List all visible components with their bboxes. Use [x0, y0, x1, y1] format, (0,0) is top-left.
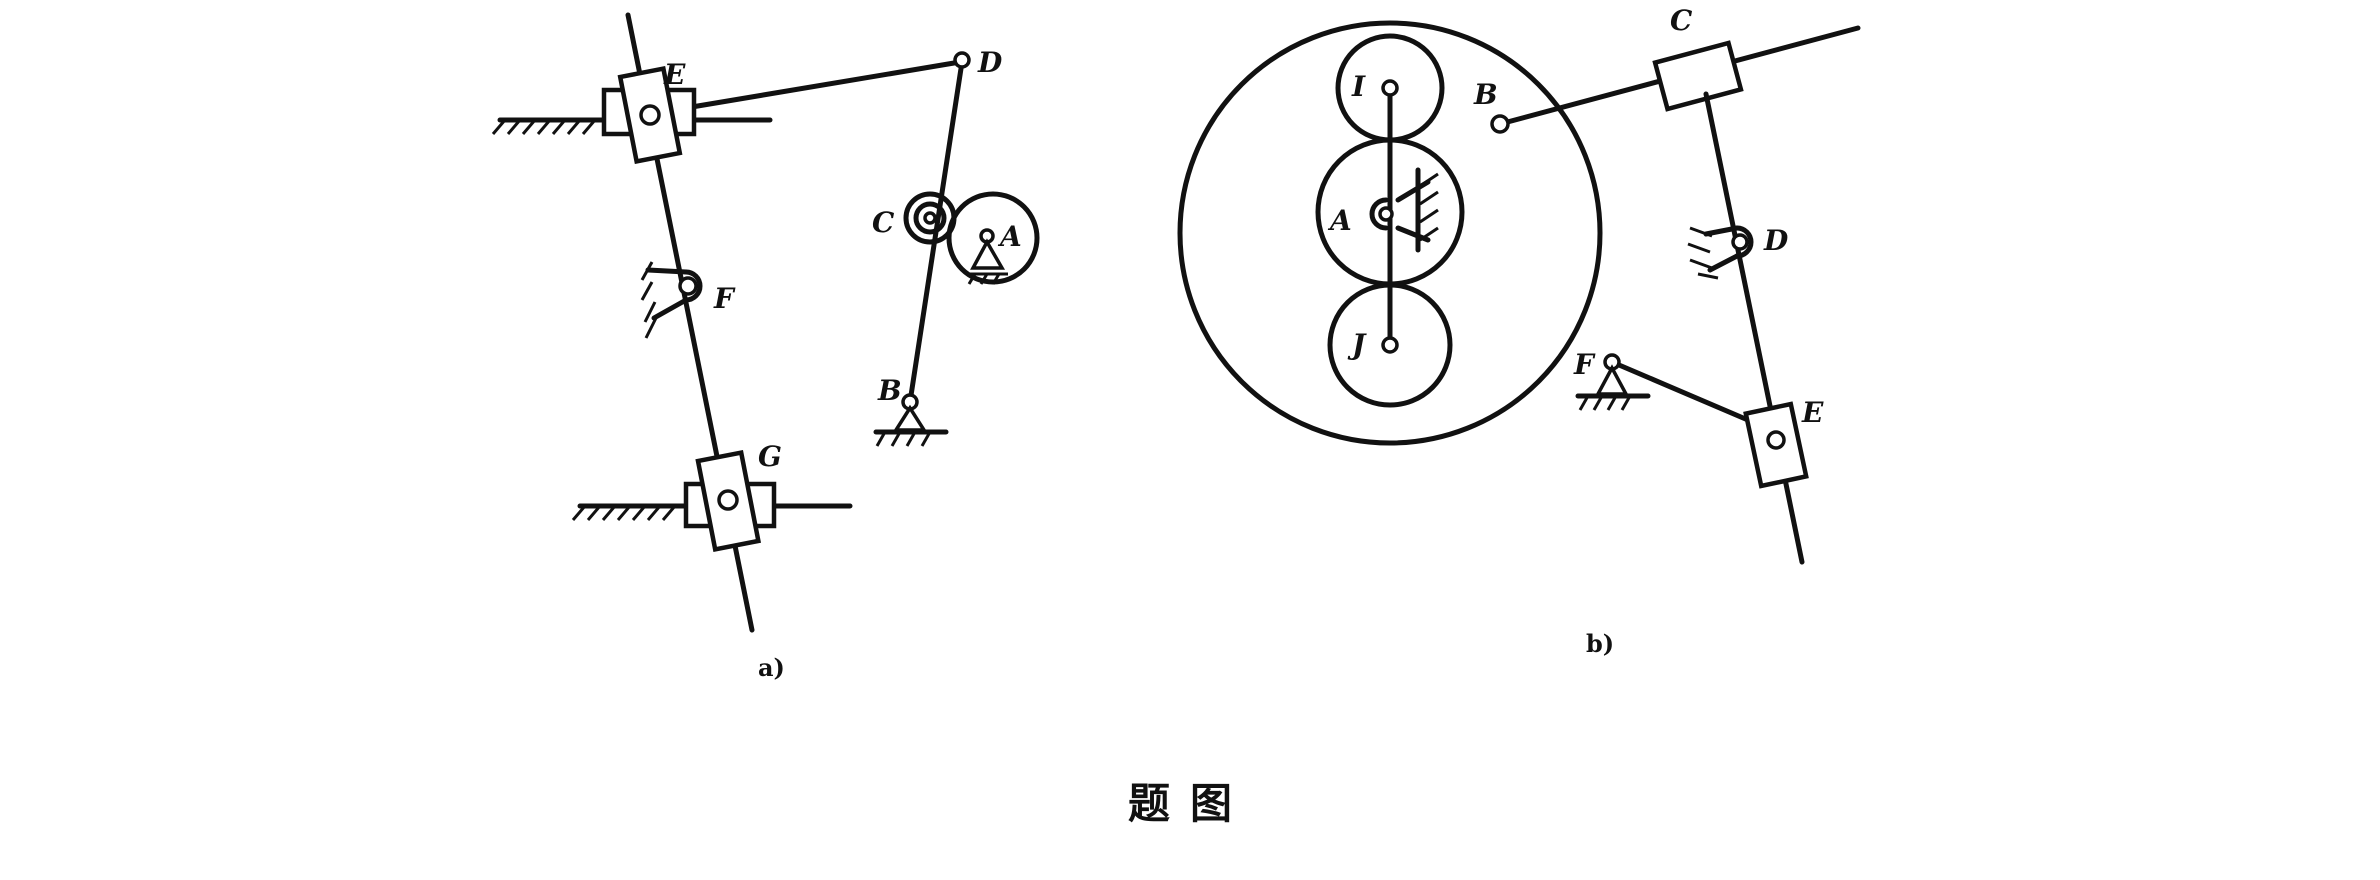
label-j: J — [1347, 328, 1367, 361]
rod-cde — [1703, 91, 1805, 565]
label-b: B — [877, 374, 902, 407]
label-f: F — [713, 282, 736, 315]
figure-caption: 题图 — [1127, 779, 1252, 828]
slider-g — [683, 449, 777, 552]
label-e: E — [663, 58, 686, 91]
label-d-b: D — [1763, 224, 1789, 257]
label-i: I — [1351, 70, 1366, 103]
pivot-d — [1687, 225, 1754, 280]
pivot-b — [873, 393, 949, 447]
label-f-b: F — [1573, 348, 1596, 381]
label-c-b: C — [1670, 4, 1693, 37]
label-d: D — [977, 46, 1003, 79]
sublabel-a: a) — [758, 653, 785, 682]
joint-j — [1381, 336, 1399, 354]
diagram-a: E D C A F B G a) — [491, 12, 1040, 682]
pivot-f-b — [1575, 353, 1651, 411]
label-a: A — [997, 220, 1022, 253]
label-a-b: A — [1327, 204, 1352, 237]
slider-e-b — [1743, 401, 1809, 489]
joint-d — [953, 51, 971, 69]
link-ed — [647, 59, 963, 117]
pivot-f — [640, 261, 703, 339]
slider-e — [601, 65, 697, 165]
diagram-b: C I B A D J F E b) — [1177, 4, 1861, 658]
sublabel-b: b) — [1586, 629, 1614, 658]
label-c: C — [872, 206, 895, 239]
slider-c — [1652, 40, 1744, 112]
joint-b — [1490, 114, 1510, 134]
label-b-b: B — [1473, 78, 1498, 111]
disk-a — [946, 191, 1040, 285]
label-g: G — [758, 440, 782, 473]
joint-i — [1381, 79, 1399, 97]
label-e-b: E — [1801, 396, 1824, 429]
ring-gear — [1177, 20, 1603, 446]
pivot-a — [1369, 167, 1439, 253]
